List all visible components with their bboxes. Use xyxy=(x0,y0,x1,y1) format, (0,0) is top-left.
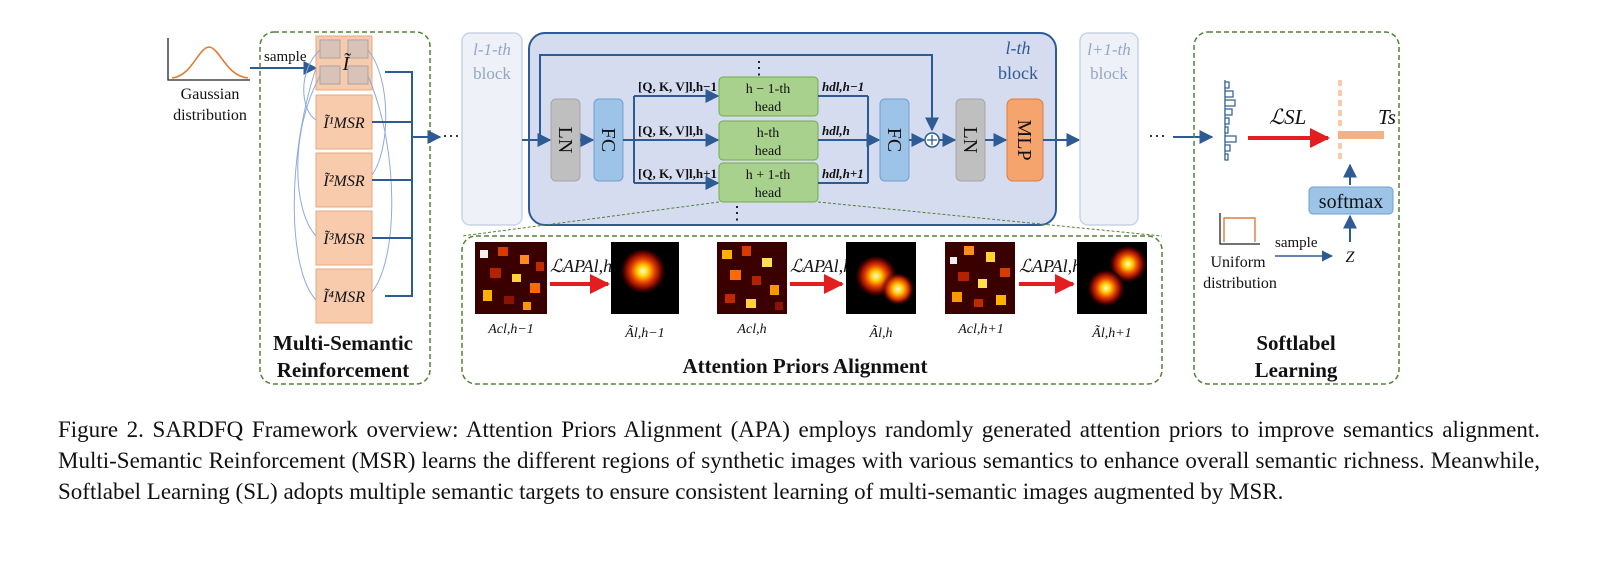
gaussian-axes xyxy=(167,38,250,81)
prev-block: l-1-th block xyxy=(461,32,523,226)
head-1-label-line1: h − 1-th xyxy=(746,82,790,97)
sl-panel-border xyxy=(1193,31,1400,385)
prev-block-box xyxy=(461,32,523,226)
attention-map-source-1 xyxy=(475,242,547,314)
attention-map-source-1-label: Acl,h−1 xyxy=(487,322,534,337)
input-region-3 xyxy=(319,65,341,85)
msr-image-2-label: Ĩ²MSR xyxy=(322,172,364,190)
figure-caption: Figure 2. SARDFQ Framework overview: Att… xyxy=(58,417,1540,504)
msr-panel-border xyxy=(259,31,431,385)
current-block-label-line2: block xyxy=(998,63,1038,83)
msr-image-2 xyxy=(315,152,373,208)
msr-image-3 xyxy=(315,210,373,266)
next-block-label-line2: block xyxy=(1090,64,1128,83)
apa-title: Attention Priors Alignment xyxy=(683,354,928,378)
attention-prior-1-label: Ãl,h−1 xyxy=(624,324,664,341)
uniform-sample-label: sample xyxy=(1275,235,1318,251)
uniform-label-line1: Uniform xyxy=(1210,254,1266,271)
msr-image-1 xyxy=(315,94,373,150)
uniform-label-line2: distribution xyxy=(1203,275,1277,292)
head-3-output: hdl,h+1 xyxy=(822,166,864,181)
input-region-2 xyxy=(347,39,369,59)
head-2-label-line1: h-th xyxy=(757,126,780,141)
head-1-label-line2: head xyxy=(755,100,781,115)
head-3-label-line2: head xyxy=(755,186,781,201)
softmax-box xyxy=(1308,186,1394,215)
next-block-label-line1: l+1-th xyxy=(1087,40,1131,59)
msr-title-line1: Multi-Semantic xyxy=(273,331,413,355)
msr-image-3-label: Ĩ³MSR xyxy=(322,230,364,248)
head-output-connectors xyxy=(818,95,881,184)
attention-map-source-3-label: Acl,h+1 xyxy=(957,322,1004,337)
qkv-connectors xyxy=(623,89,720,190)
msr-image-1-label: Ĩ¹MSR xyxy=(322,114,364,132)
attention-map-source-3 xyxy=(945,242,1015,314)
output-histogram xyxy=(1224,80,1237,161)
attention-prior-3-label: Ãl,h+1 xyxy=(1091,324,1131,341)
prev-block-label-line1: l-1-th xyxy=(473,40,511,59)
msr-connectors xyxy=(293,49,393,301)
msr-title-line2: Reinforcement xyxy=(277,358,410,382)
msr-image-4 xyxy=(315,268,373,324)
uniform-axes xyxy=(1219,213,1260,245)
zoom-line-right xyxy=(817,201,1163,237)
input-region-4 xyxy=(347,65,369,85)
soft-target-histogram xyxy=(1338,80,1384,159)
gaussian-distribution: Gaussian distribution sample xyxy=(167,38,318,124)
apa-loss-2: ℒAPAl,h xyxy=(790,256,852,276)
attention-prior-3 xyxy=(1077,242,1147,314)
fc-layer-1-label: FC xyxy=(597,128,619,152)
attention-prior-2 xyxy=(846,242,916,314)
z-label: Z xyxy=(1346,249,1356,266)
prev-block-label-line2: block xyxy=(473,64,511,83)
head-3-label-line1: h + 1-th xyxy=(746,168,790,183)
ln-layer-2-label: LN xyxy=(959,127,981,154)
head-2-label-line2: head xyxy=(755,144,781,159)
sl-loss: ℒSL xyxy=(1269,105,1306,129)
zoom-line-left xyxy=(461,201,720,237)
fc-layer-2-label: FC xyxy=(883,128,905,152)
msr-ellipsis: ··· xyxy=(442,126,460,146)
uniform-curve xyxy=(1223,217,1256,242)
head-2-input: [Q, K, V]l,h xyxy=(638,123,704,138)
framework-diagram: Gaussian distribution sample Ĩ Ĩ¹MSR Ĩ²M… xyxy=(167,31,1400,385)
sample-label: sample xyxy=(264,49,307,65)
head-1-input: [Q, K, V]l,h−1 xyxy=(638,79,717,94)
attention-prior-2-label: Ãl,h xyxy=(869,324,893,341)
heads-bottom-ellipsis: ⋮ xyxy=(728,203,746,223)
attention-map-source-2-label: Acl,h xyxy=(736,322,766,337)
gaussian-label-line1: Gaussian xyxy=(181,86,240,103)
sl-panel: ℒSL Ts softmax Z Uniform distribution sa… xyxy=(1193,31,1400,385)
sl-title-line2: Learning xyxy=(1255,358,1338,382)
attention-map-source-2 xyxy=(717,242,787,314)
head-2-output: hdl,h xyxy=(822,123,850,138)
gaussian-curve xyxy=(171,46,249,79)
input-image-label: Ĩ xyxy=(342,51,352,75)
apa-panel-border xyxy=(461,235,1163,385)
head-3-input: [Q, K, V]l,h+1 xyxy=(638,166,717,181)
current-block: l-th block LN FC [Q, K, V]l,h−1 [Q, K, V… xyxy=(522,32,1081,226)
attention-prior-1 xyxy=(611,242,679,314)
msr-output-bracket xyxy=(372,71,442,297)
sl-title-line1: Softlabel xyxy=(1256,331,1336,355)
heads-top-ellipsis: ⋮ xyxy=(750,58,768,78)
soft-target-label: Ts xyxy=(1378,105,1396,129)
next-block-box xyxy=(1079,32,1139,226)
softmax-label: softmax xyxy=(1319,191,1383,213)
apa-panel: Acl,h−1 ℒAPAl,h−1 Ãl,h−1 Acl,h ℒAPAl,h xyxy=(461,201,1163,385)
gaussian-label-line2: distribution xyxy=(173,107,247,124)
ln-layer-1-label: LN xyxy=(554,127,576,154)
residual-skip xyxy=(539,54,939,140)
msr-panel: Ĩ Ĩ¹MSR Ĩ²MSR Ĩ³MSR Ĩ⁴MSR ··· Multi-Sema… xyxy=(259,31,460,385)
input-region-1 xyxy=(319,39,341,59)
current-block-label-line1: l-th xyxy=(1006,38,1031,58)
next-block: l+1-th block ··· xyxy=(1079,32,1214,226)
msr-image-4-label: Ĩ⁴MSR xyxy=(322,288,365,306)
next-ellipsis: ··· xyxy=(1148,126,1166,146)
head-1-output: hdl,h−1 xyxy=(822,79,864,94)
mlp-layer-label: MLP xyxy=(1013,119,1035,160)
